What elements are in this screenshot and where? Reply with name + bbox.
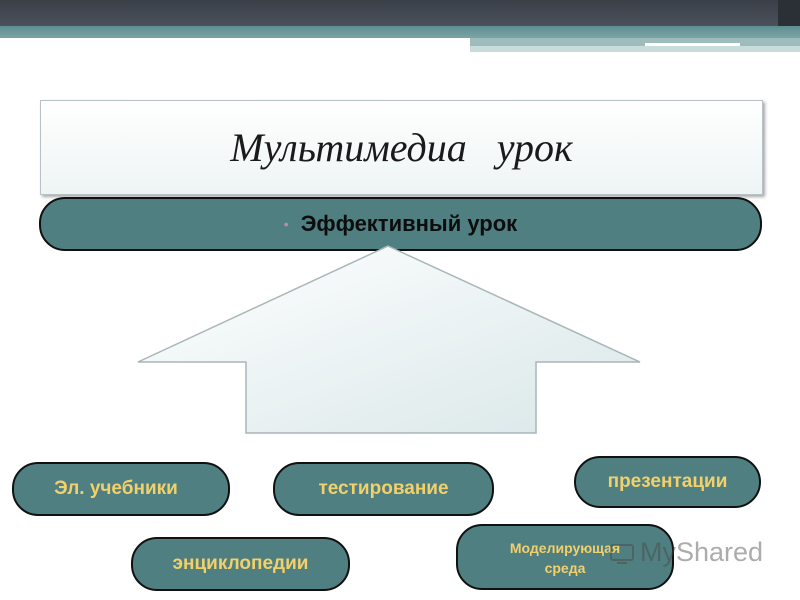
- item-textbooks-label: Эл. учебники: [54, 478, 178, 499]
- effective-lesson-label: Эффективный урок: [300, 211, 518, 236]
- header-stripe-light: [470, 46, 800, 52]
- watermark-text: MyShared: [640, 537, 764, 567]
- item-testing: тестирование: [273, 462, 494, 516]
- effective-lesson-box: • Эффективный урок: [39, 197, 762, 251]
- item-textbooks: Эл. учебники: [12, 462, 230, 516]
- slide-title: Мультимедиа урок: [230, 125, 573, 170]
- item-modeling-environment: Моделирующая среда: [456, 524, 674, 590]
- header-accent-bar: [0, 26, 800, 38]
- header-bar: [0, 0, 800, 26]
- item-presentations-label: презентации: [607, 471, 728, 492]
- item-encyclopedias-label: энциклопедии: [172, 553, 309, 574]
- bullet-icon: •: [283, 216, 289, 232]
- item-testing-label: тестирование: [318, 478, 449, 499]
- item-presentations: презентации: [574, 456, 761, 508]
- title-box: Мультимедиа урок: [40, 100, 763, 195]
- item-modeling-label-line1: Моделирующая: [509, 540, 621, 556]
- header-stripe-white: [645, 43, 740, 46]
- watermark-icon: [610, 544, 634, 564]
- item-modeling-label-line2: среда: [544, 560, 586, 576]
- item-encyclopedias: энциклопедии: [131, 537, 350, 591]
- header-stripe: [470, 38, 800, 46]
